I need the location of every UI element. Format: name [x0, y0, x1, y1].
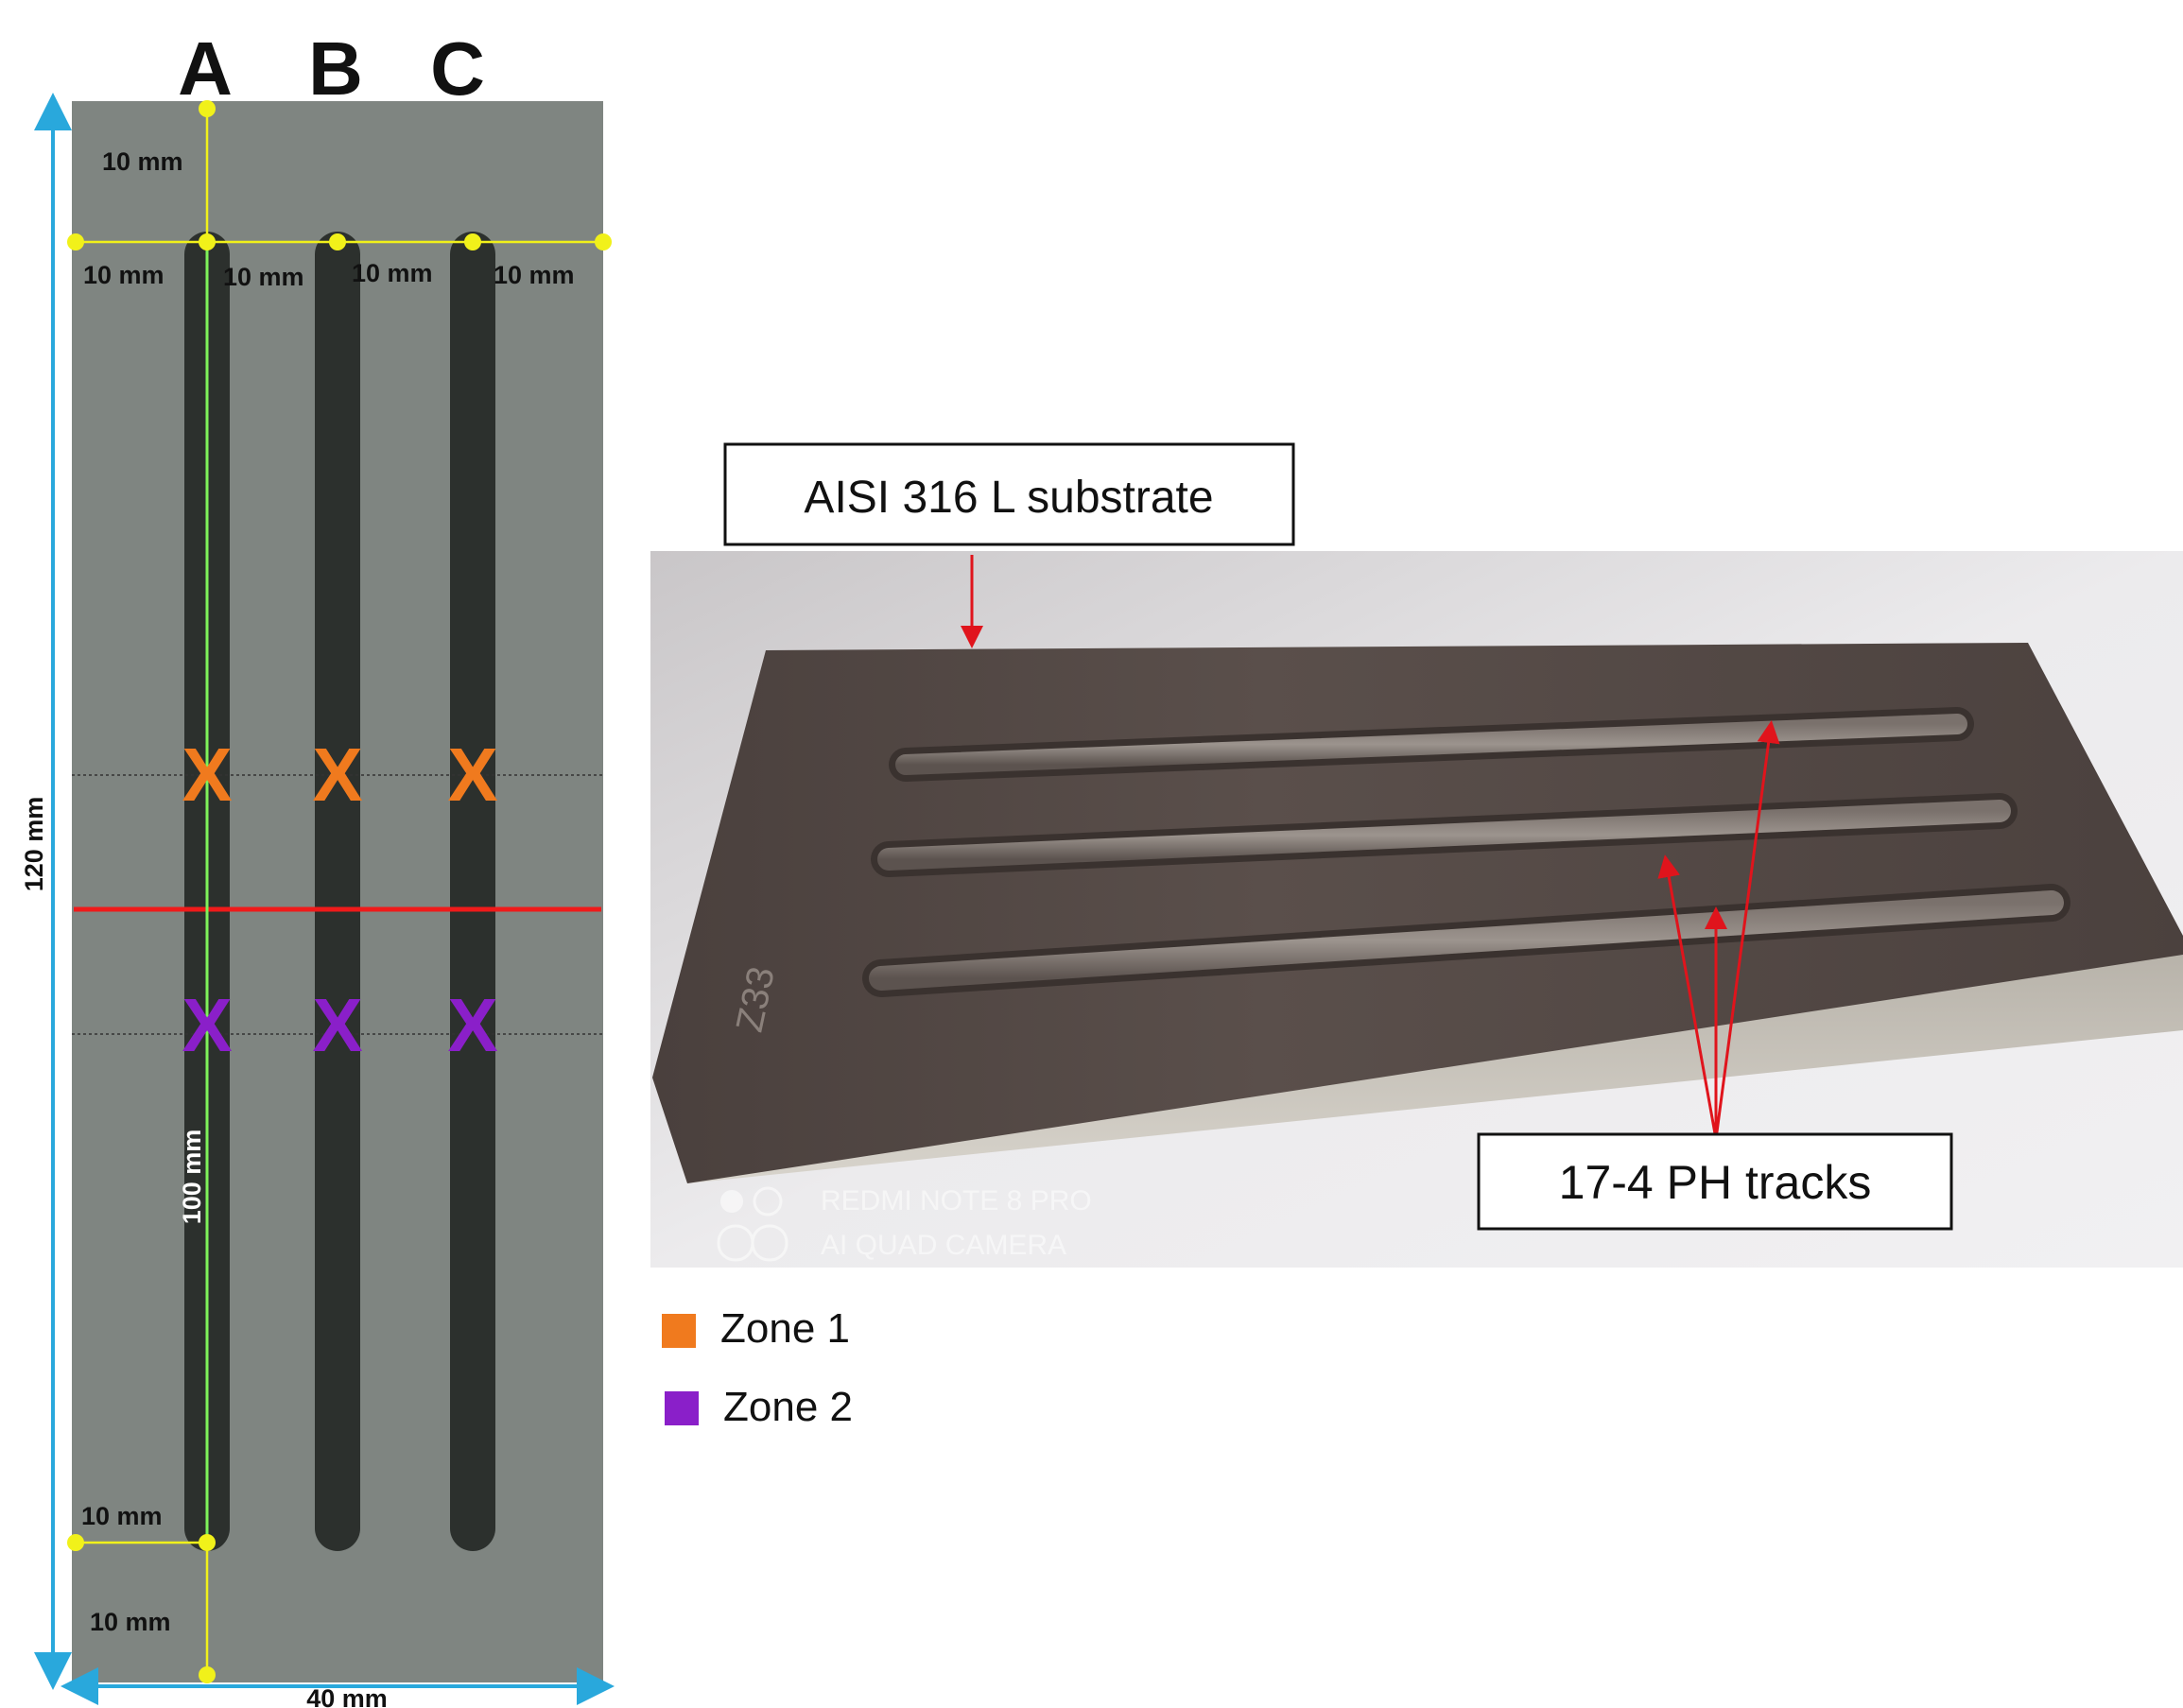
legend-label-zone2: Zone 2	[723, 1384, 853, 1430]
zone2-marker-c: X	[447, 983, 497, 1067]
photo-track-1-bead	[895, 714, 1967, 775]
tracks-label-box	[1477, 1132, 1953, 1231]
guide-dot	[595, 233, 612, 250]
track-arrow-1	[1714, 720, 1780, 1140]
dim-width: 40 mm	[306, 1684, 388, 1708]
photo-track-2-bead	[877, 800, 2011, 871]
zone2-marker-b: X	[312, 983, 362, 1067]
dim-spacing-1: 10 mm	[83, 261, 165, 289]
dim-spacing-3: 10 mm	[352, 259, 433, 287]
dim-spacing-4: 10 mm	[494, 261, 575, 289]
guide-dot	[464, 233, 481, 250]
zone1-marker-b: X	[312, 733, 362, 817]
watermark-dot-icon	[720, 1190, 743, 1213]
column-label-c: C	[430, 26, 485, 111]
zone2-markers: X X X	[182, 983, 497, 1067]
zone1-marker-c: X	[447, 733, 497, 817]
column-label-b: B	[308, 26, 363, 111]
dim-top-margin: 10 mm	[102, 147, 183, 176]
dim-bottom-track-gap: 10 mm	[81, 1502, 163, 1530]
substrate-label: AISI 316 L substrate	[804, 473, 1213, 523]
dim-height: 120 mm	[20, 797, 48, 892]
zone1-markers: X X X	[182, 733, 497, 817]
legend-swatch-zone1	[662, 1314, 696, 1348]
track-c	[450, 232, 495, 1551]
watermark-line2: AI QUAD CAMERA	[821, 1230, 1066, 1261]
dim-track-length: 100 mm	[178, 1130, 206, 1225]
schematic: A B C 1	[20, 26, 615, 1708]
legend-swatch-zone2	[665, 1391, 699, 1425]
watermark-infinity-icon	[717, 1224, 788, 1262]
guide-dot	[199, 233, 216, 250]
zone1-marker-a: X	[182, 733, 232, 817]
guide-dot	[199, 1534, 216, 1551]
watermark-line1: REDMI NOTE 8 PRO	[821, 1185, 1092, 1216]
tracks-callout: 17-4 PH tracks	[1477, 720, 1953, 1231]
guide-dot	[67, 233, 84, 250]
guide-dot	[199, 100, 216, 117]
dim-spacing-2: 10 mm	[223, 263, 304, 291]
sample-photo: Z33 REDMI NOTE 8 PRO AI QUAD CAMERA	[650, 551, 2183, 1268]
photo-track-3-bead	[869, 890, 2064, 991]
camera-watermark: REDMI NOTE 8 PRO AI QUAD CAMERA	[717, 1185, 1092, 1262]
guide-dot	[329, 233, 346, 250]
tracks-label: 17-4 PH tracks	[1559, 1156, 1872, 1209]
zone2-marker-a: X	[182, 983, 232, 1067]
legend: Zone 1 Zone 2	[662, 1305, 853, 1430]
substrate-callout: AISI 316 L substrate	[723, 442, 1295, 648]
plate-top-face	[652, 643, 2183, 1183]
track-b	[315, 232, 360, 1551]
substrate-label-box	[723, 442, 1295, 546]
dim-bottom-margin: 10 mm	[90, 1608, 171, 1636]
watermark-ring-icon	[753, 1186, 783, 1216]
track-arrow-2	[1657, 854, 1718, 1140]
legend-label-zone1: Zone 1	[720, 1305, 850, 1352]
column-label-a: A	[178, 26, 233, 111]
guide-dot	[67, 1534, 84, 1551]
guide-dot	[199, 1666, 216, 1683]
